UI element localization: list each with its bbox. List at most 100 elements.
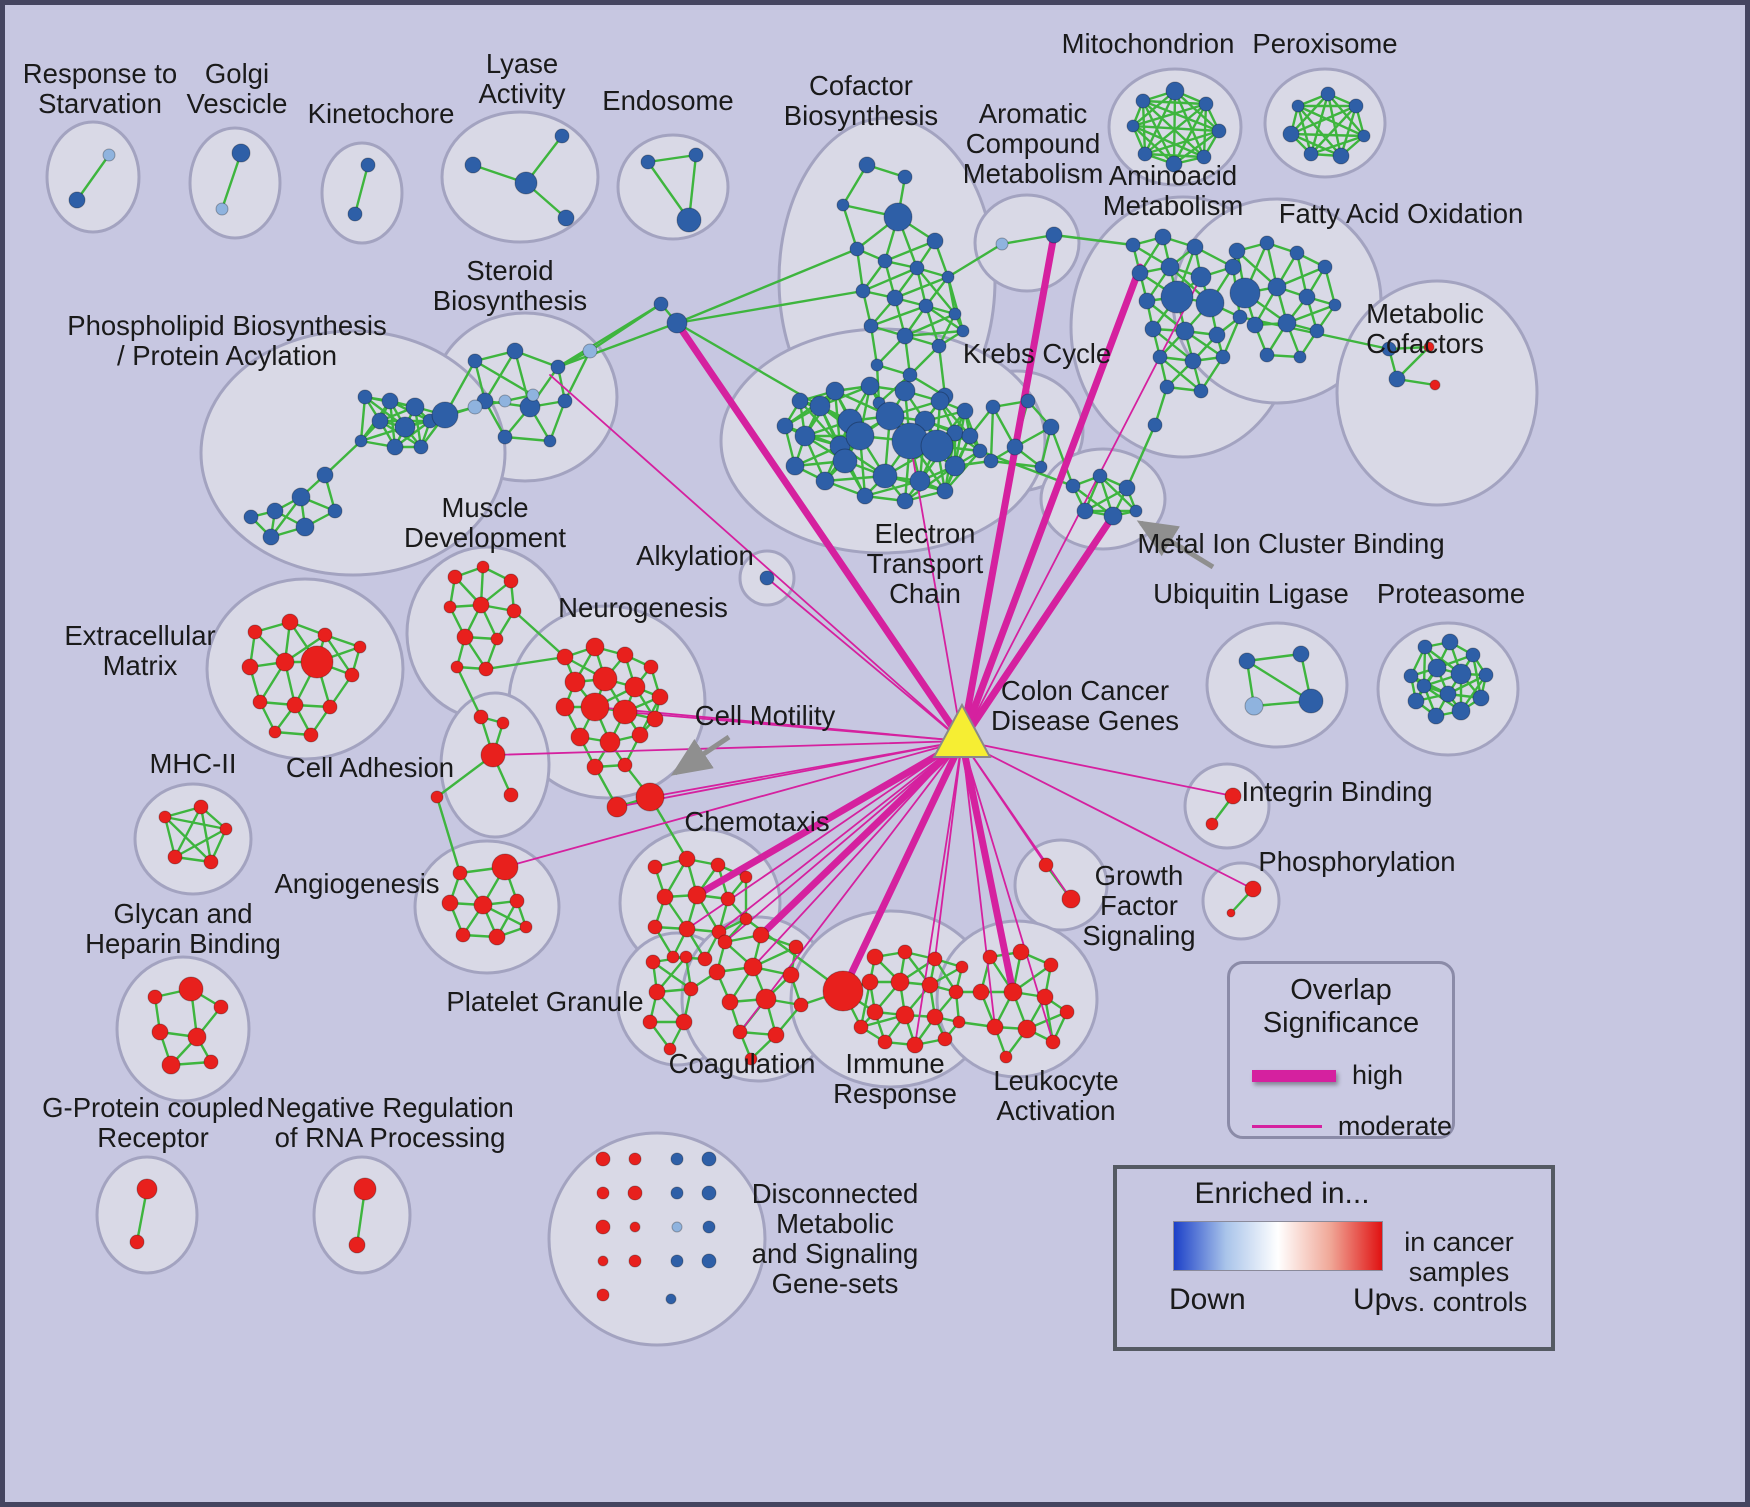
label-fatty-acid-oxidation: Fatty Acid Oxidation: [1279, 198, 1524, 229]
edge-mitochondrion: [1132, 125, 1175, 165]
node-steroid-biosynthesis: [506, 342, 524, 360]
node-metabolic-cofactors: [1388, 370, 1406, 388]
node-immune-response: [890, 972, 910, 992]
node-kinetochore: [360, 157, 376, 173]
node-chemotaxis: [656, 888, 674, 906]
label-coagulation: Coagulation: [669, 1048, 816, 1079]
node-glycan-heparin-binding: [187, 1027, 207, 1047]
cluster-ubiquitin-ligase: [1205, 621, 1349, 749]
node-chemotaxis: [739, 870, 753, 884]
node-electron-transport-chain: [776, 417, 794, 435]
node-proteasome: [1427, 658, 1447, 678]
node-electron-transport-chain: [875, 401, 905, 431]
node-muscle-development: [450, 660, 464, 674]
colon-cancer-triangle: [932, 702, 992, 758]
node-extracellular-matrix: [275, 652, 295, 672]
node-proteasome: [1450, 663, 1472, 685]
node-immune-response: [926, 1008, 944, 1026]
node-cell-adhesion: [430, 790, 444, 804]
node-cofactor-biosynthesis: [863, 318, 879, 334]
node-response-starvation: [102, 148, 116, 162]
node-leukocyte-activation: [1012, 943, 1030, 961]
node-phospholipid-acylation: [371, 412, 389, 430]
node-extracellular-matrix: [322, 699, 338, 715]
node-cofactor-biosynthesis: [836, 198, 850, 212]
node-krebs-cycle: [1020, 393, 1036, 409]
node-cofactor-biosynthesis: [870, 358, 884, 372]
node-platelet-granule: [648, 983, 666, 1001]
node-aminoacid-metabolism: [1184, 352, 1202, 370]
node-extracellular-matrix: [241, 658, 259, 676]
node-peroxisome: [1357, 129, 1371, 143]
edge-peroxisome: [1339, 105, 1358, 157]
edge-cofactor-biosynthesis: [924, 305, 941, 347]
node-proteasome: [1478, 667, 1494, 683]
label-integrin-binding: Integrin Binding: [1241, 776, 1432, 807]
node-angiogenesis: [452, 865, 468, 881]
node-phospholipid-acylation: [295, 517, 315, 537]
node-aminoacid-metabolism: [1195, 288, 1225, 318]
node-coagulation: [788, 939, 804, 955]
node-aromatic-compound: [1045, 226, 1063, 244]
inter-edge: [1049, 426, 1075, 487]
overlap-edge-moderate: [549, 374, 963, 742]
node-cofactor-biosynthesis: [941, 270, 955, 284]
node-angiogenesis: [509, 893, 525, 909]
node-leukocyte-activation: [1003, 982, 1023, 1002]
overlap-edge-high: [839, 737, 966, 995]
inter-edge: [1053, 233, 1134, 247]
high-significance-label: high: [1352, 1060, 1404, 1090]
node-electron-transport-chain: [914, 410, 936, 432]
node-steroid-biosynthesis: [550, 359, 566, 375]
edge-phospholipid-acylation: [324, 440, 362, 476]
node-immune-response: [955, 960, 969, 974]
node-angiogenesis: [519, 920, 533, 934]
edge-cofactor-biosynthesis: [870, 304, 927, 328]
node-disconnected-gene-sets: [627, 1185, 643, 1201]
inter-edge: [474, 359, 534, 397]
node-aminoacid-metabolism: [1144, 320, 1162, 338]
label-kinetochore: Kinetochore: [308, 98, 455, 129]
node-steroid-biosynthesis: [497, 429, 513, 445]
node-chemotaxis: [687, 885, 707, 905]
node-cell-adhesion: [496, 716, 510, 730]
node-muscle-development: [443, 600, 457, 614]
node-neurogenesis: [612, 699, 638, 725]
edge-ubiquitin-ligase: [1246, 659, 1312, 703]
edge-peroxisome: [1290, 93, 1329, 135]
inter-edge: [676, 321, 821, 408]
node-electron-transport-chain: [936, 482, 954, 500]
node-disconnected-gene-sets: [597, 1255, 609, 1267]
edge-peroxisome: [1290, 104, 1357, 136]
node-fatty-acid-oxidation: [1259, 347, 1275, 363]
node-electron-transport-chain: [832, 448, 858, 474]
node-electron-transport-chain: [896, 492, 914, 510]
node-extracellular-matrix: [317, 627, 333, 643]
node-fatty-acid-oxidation: [1328, 298, 1342, 312]
edge-phospholipid-acylation: [359, 396, 367, 442]
overlap-edge-moderate: [961, 740, 1072, 900]
edge-mhc-ii: [164, 815, 227, 831]
edge-mitochondrion: [1132, 102, 1207, 128]
node-steroid-biosynthesis: [557, 393, 573, 409]
node-chemotaxis: [647, 919, 663, 935]
edge-peroxisome: [1290, 132, 1365, 138]
node-metal-ion-cluster-binding: [1076, 502, 1094, 520]
node-proteasome: [1451, 701, 1471, 721]
node-mitochondrion: [1165, 81, 1185, 101]
node-neurogenesis: [564, 671, 586, 693]
node-phospholipid-acylation: [431, 401, 459, 429]
node-coagulation: [752, 926, 770, 944]
node-extracellular-matrix: [353, 640, 367, 654]
node-steroid-biosynthesis: [467, 353, 483, 369]
edge-cofactor-biosynthesis: [862, 266, 918, 293]
overlap-edge-moderate: [961, 740, 1054, 1043]
inter-edge: [557, 321, 678, 369]
node-phosphorylation: [1226, 908, 1236, 918]
node-aminoacid-metabolism: [1215, 349, 1231, 365]
node-phospholipid-acylation: [526, 388, 540, 402]
